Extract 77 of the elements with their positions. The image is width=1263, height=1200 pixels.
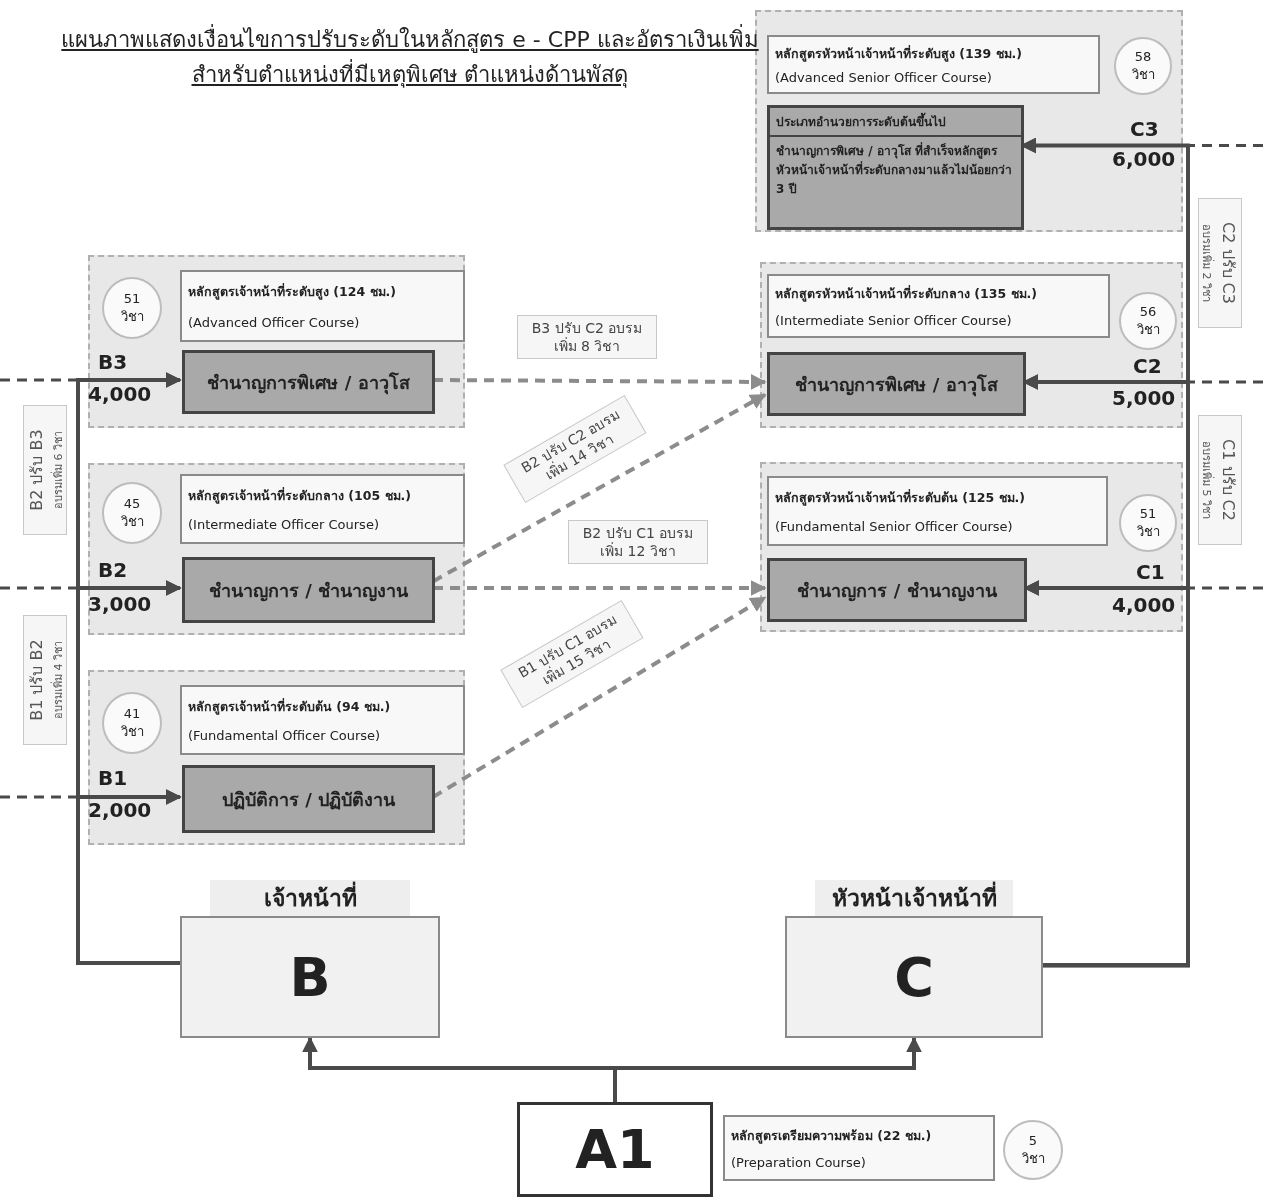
edge-label: B1 ปรับ C1 อบรมเพิ่ม 15 วิชา — [500, 599, 644, 709]
level-code: B3 — [98, 350, 128, 374]
course-title: หลักสูตรหัวหน้าเจ้าหน้าที่ระดับกลาง (135 ชม.) — [775, 284, 1038, 304]
course-title: หลักสูตรเจ้าหน้าที่ระดับกลาง (105 ชม.) — [188, 486, 412, 506]
course-subtitle: (Fundamental Senior Officer Course) — [775, 519, 1014, 535]
course-subtitle: (Advanced Officer Course) — [188, 314, 361, 330]
position-box — [767, 105, 1024, 230]
level-code: B2 — [98, 558, 128, 582]
note-text: อบรมเพิ่ม 5 วิชา — [1199, 441, 1216, 519]
position-box: ชำนาญการพิเศษ / อาวุโส — [767, 352, 1026, 416]
dashed-arrow — [433, 580, 767, 596]
course-box — [767, 274, 1110, 338]
course-box — [767, 476, 1108, 546]
box-heading: ประเภทอำนวยการระดับต้นขึ้นไป — [770, 108, 1021, 137]
level-box: B — [180, 916, 440, 1038]
allowance-amount: 2,000 — [88, 798, 152, 822]
subject-count-circle: 45 วิชา — [102, 482, 162, 544]
level-heading: เจ้าหน้าที่ — [210, 880, 410, 916]
course-title: หลักสูตรเตรียมความพร้อม (22 ชม.) — [731, 1126, 933, 1146]
level-code: C2 — [1133, 354, 1162, 378]
note-text: อบรมเพิ่ม 4 วิชา — [49, 641, 66, 719]
subject-count-circle: 51 วิชา — [1119, 494, 1177, 552]
dashed-arrow — [0, 372, 182, 388]
course-title: หลักสูตรหัวหน้าเจ้าหน้าที่ระดับต้น (125 ชม.) — [775, 488, 1026, 508]
position-box: ชำนาญการ / ชำนาญงาน — [182, 557, 435, 623]
course-subtitle: (Advanced Senior Officer Course) — [775, 70, 993, 85]
course-subtitle: (Intermediate Senior Officer Course) — [775, 312, 1013, 328]
course-panel — [755, 10, 1183, 232]
subject-count-circle: 5 วิชา — [1003, 1120, 1063, 1180]
allowance-amount: 5,000 — [1112, 386, 1176, 410]
course-panel — [88, 463, 465, 635]
course-box — [767, 35, 1100, 94]
start-box: A1 — [517, 1102, 713, 1197]
course-subtitle: (Fundamental Officer Course) — [188, 728, 382, 744]
level-code: B1 — [98, 766, 128, 790]
course-panel — [760, 262, 1183, 428]
level-code: C1 — [1136, 560, 1165, 584]
edge-label: B3 ปรับ C2 อบรมเพิ่ม 8 วิชา — [517, 315, 657, 360]
edge-label: B2 ปรับ C1 อบรมเพิ่ม 12 วิชา — [568, 520, 708, 565]
note-text: อบรมเพิ่ม 6 วิชา — [49, 431, 66, 509]
allowance-amount: 6,000 — [1112, 147, 1176, 171]
dashed-arrow — [0, 580, 182, 596]
note-text: B1 ปรับ B2 — [25, 639, 47, 721]
course-title: หลักสูตรเจ้าหน้าที่ระดับต้น (94 ชม.) — [188, 697, 392, 717]
allowance-amount: 4,000 — [88, 382, 152, 406]
course-box — [180, 685, 465, 755]
note-text: C2 ปรับ C3 — [1218, 222, 1240, 304]
dashed-arrow — [0, 789, 182, 805]
note-text: B2 ปรับ B3 — [25, 429, 47, 511]
course-box — [723, 1115, 995, 1181]
position-box: ชำนาญการพิเศษ / อาวุโส — [182, 350, 435, 414]
subject-count-circle: 51 วิชา — [102, 277, 162, 339]
course-panel — [760, 462, 1183, 632]
edge-label: B2 ปรับ C2 อบรมเพิ่ม 14 วิชา — [503, 394, 647, 504]
level-code: C3 — [1130, 117, 1159, 141]
note-text: C1 ปรับ C2 — [1218, 439, 1240, 521]
course-title: หลักสูตรเจ้าหน้าที่ระดับสูง (124 ชม.) — [188, 282, 397, 302]
dashed-arrow — [433, 373, 767, 390]
level-box: C — [785, 916, 1043, 1038]
course-panel — [88, 670, 465, 845]
position-box: ปฏิบัติการ / ปฏิบัติงาน — [182, 765, 435, 833]
course-box — [180, 270, 465, 342]
course-panel — [88, 255, 465, 428]
course-subtitle: (Intermediate Officer Course) — [188, 517, 380, 533]
course-box — [180, 474, 465, 544]
position-box: ชำนาญการ / ชำนาญงาน — [767, 558, 1027, 622]
arrow — [613, 1036, 922, 1102]
level-heading: หัวหน้าเจ้าหน้าที่ — [815, 880, 1013, 916]
subject-count-circle: 41 วิชา — [102, 692, 162, 754]
subject-count-circle: 56 วิชา — [1119, 292, 1177, 350]
allowance-amount: 4,000 — [1112, 593, 1176, 617]
note-text: อบรมเพิ่ม 2 วิชา — [1199, 224, 1216, 302]
course-subtitle: (Preparation Course) — [731, 1155, 867, 1171]
course-title: หลักสูตรหัวหน้าเจ้าหน้าที่ระดับสูง (139 ชม.) — [775, 44, 1023, 64]
box-text: ชำนาญการพิเศษ / อาวุโส ที่สำเร็จหลักสูตรหัวหน้าเจ้าหน้าที่ระดับกลางมาแล้วไม่น้อยกว่า 3 ปี — [775, 141, 1013, 198]
allowance-amount: 3,000 — [88, 592, 152, 616]
subject-count-circle: 58 วิชา — [1114, 37, 1172, 95]
